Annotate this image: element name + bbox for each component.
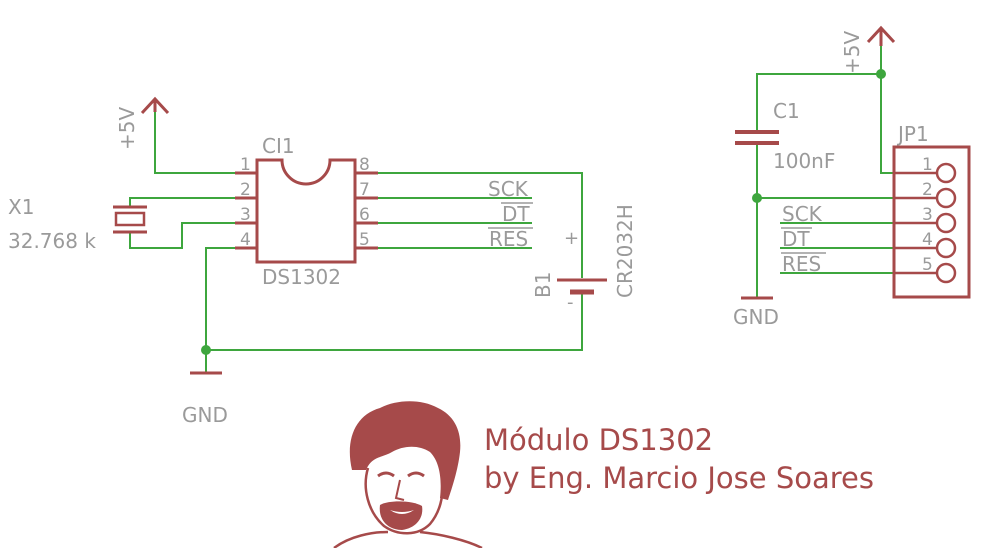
ic-net-dt: DT bbox=[502, 202, 530, 226]
vcc-left-label: +5V bbox=[115, 107, 139, 150]
crystal-body bbox=[114, 211, 146, 227]
header-pin-hole-2 bbox=[935, 187, 957, 209]
portrait-mouth bbox=[390, 510, 414, 514]
portrait-eye-left bbox=[377, 471, 395, 478]
labels: +5V +5V GND GND X1 32.768 k CI1 DS1302 1… bbox=[8, 31, 933, 427]
portrait-face bbox=[364, 467, 444, 535]
ic-pin-label-6: 6 bbox=[359, 205, 370, 225]
wire-gnd-bus bbox=[206, 292, 583, 351]
wire-vcc-right bbox=[880, 45, 893, 174]
title-line-2: by Eng. Marcio Jose Soares bbox=[484, 461, 874, 495]
header-net-dt: DT bbox=[782, 227, 810, 251]
author-portrait bbox=[333, 401, 483, 548]
portrait-beard bbox=[379, 501, 423, 530]
ic-pin-label-1: 1 bbox=[240, 155, 251, 175]
battery-name: B1 bbox=[531, 272, 555, 298]
cap-name: C1 bbox=[773, 99, 800, 123]
portrait-nose bbox=[394, 479, 405, 501]
wire-pin4-gnd bbox=[205, 247, 235, 350]
parts bbox=[113, 25, 971, 375]
ic-pin-label-7: 7 bbox=[359, 180, 370, 200]
title-block: Módulo DS1302 by Eng. Marcio Jose Soares bbox=[484, 423, 874, 495]
ic-pin-label-3: 3 bbox=[240, 205, 251, 225]
header-name: JP1 bbox=[896, 122, 929, 146]
header-pin-label-4: 4 bbox=[922, 230, 933, 250]
battery-value: CR2032H bbox=[613, 204, 637, 298]
junctions bbox=[201, 69, 886, 355]
ic-pin-label-2: 2 bbox=[240, 180, 251, 200]
header-pin-label-5: 5 bbox=[922, 255, 933, 275]
ic-pin-label-5: 5 bbox=[359, 230, 370, 250]
header-pin-label-3: 3 bbox=[922, 205, 933, 225]
ic-body bbox=[255, 158, 357, 264]
battery-minus: - bbox=[567, 292, 574, 313]
ic-value: DS1302 bbox=[262, 265, 341, 289]
portrait-eye-right bbox=[407, 471, 425, 478]
header-net-sck: SCK bbox=[782, 202, 823, 226]
header-pin-hole-4 bbox=[935, 237, 957, 259]
header-net-res: RES bbox=[782, 252, 821, 276]
wire-pin8-battery bbox=[378, 172, 583, 278]
battery-plus: + bbox=[564, 228, 579, 249]
cap-value: 100nF bbox=[773, 149, 835, 173]
ic-pin-label-8: 8 bbox=[359, 155, 370, 175]
wire-vcc-pin1 bbox=[154, 110, 235, 174]
ic-net-sck: SCK bbox=[488, 177, 529, 201]
ic-name: CI1 bbox=[262, 134, 295, 158]
header-pin-hole-5 bbox=[935, 262, 957, 284]
header-pin-label-2: 2 bbox=[922, 180, 933, 200]
portrait-hair bbox=[349, 401, 461, 500]
junction-gnd-right bbox=[752, 193, 762, 203]
crystal-name: X1 bbox=[8, 195, 34, 219]
title-line-1: Módulo DS1302 bbox=[484, 423, 713, 457]
junction-vcc-right bbox=[876, 69, 886, 79]
crystal-value: 32.768 k bbox=[8, 229, 96, 253]
header-pin-hole-1 bbox=[935, 162, 957, 184]
vcc-right-label: +5V bbox=[840, 31, 864, 74]
header-pin-label-1: 1 bbox=[922, 155, 933, 175]
gnd-left-label: GND bbox=[182, 403, 228, 427]
gnd-right-label: GND bbox=[733, 305, 779, 329]
wire-crystal-pin3 bbox=[129, 222, 235, 249]
portrait-shoulders bbox=[333, 530, 483, 548]
header-pin-hole-3 bbox=[935, 212, 957, 234]
junction-gnd-left bbox=[201, 345, 211, 355]
ic-net-res: RES bbox=[489, 227, 528, 251]
ic-pin-label-4: 4 bbox=[240, 230, 251, 250]
wire-crystal-pin2 bbox=[129, 197, 235, 207]
wire-vcc-cap bbox=[756, 73, 881, 130]
